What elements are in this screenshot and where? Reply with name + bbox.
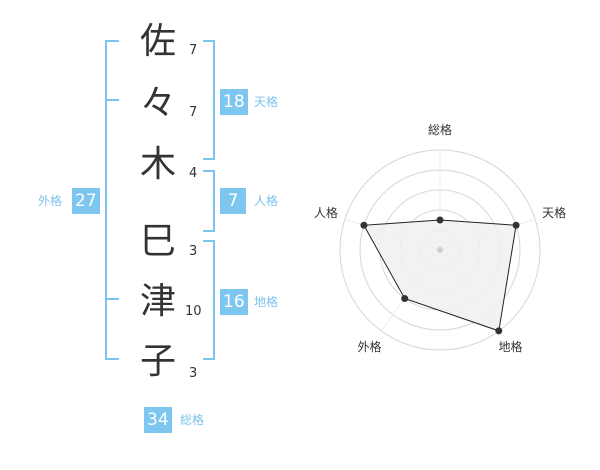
stroke-count-4: 3 (189, 244, 198, 259)
radar-axis-label: 地格 (498, 339, 522, 354)
tenkaku-bracket-tick (203, 158, 215, 160)
chikaku-value-badge: 16 (220, 289, 248, 315)
stroke-count-1: 7 (189, 43, 198, 58)
jinkaku-bracket-tick (203, 230, 215, 232)
radar-polygon (363, 219, 517, 332)
radar-points (360, 216, 520, 335)
radar-axis-label: 人格 (314, 205, 338, 220)
gaikaku-bracket (105, 40, 107, 360)
name-char-4: 巳 (139, 221, 176, 262)
name-char-3: 木 (139, 144, 176, 185)
stroke-count-3: 4 (189, 166, 198, 181)
stroke-count-5: 10 (185, 304, 202, 319)
stroke-count-2: 7 (189, 105, 198, 120)
radar-point (360, 221, 368, 229)
gaikaku-bracket-tick (105, 358, 119, 360)
soukaku-label: 総格 (180, 413, 205, 427)
gaikaku-bracket-tick (105, 298, 119, 300)
radar-point (512, 221, 520, 229)
radar-point (436, 216, 444, 224)
gaikaku-bracket-tick (105, 40, 119, 42)
jinkaku-value-badge: 7 (220, 188, 246, 214)
radar-axis-label: 総格 (428, 122, 452, 137)
radar-axis-label: 天格 (542, 205, 566, 220)
chikaku-bracket-tick (203, 358, 215, 360)
name-char-6: 子 (139, 341, 176, 382)
name-char-5: 津 (139, 281, 176, 322)
tenkaku-label: 天格 (254, 95, 279, 109)
radar-point (495, 327, 503, 335)
name-char-2: 々 (139, 83, 176, 124)
chikaku-label: 地格 (254, 295, 279, 309)
radar-axis-label: 外格 (357, 339, 381, 354)
tenkaku-bracket-tick (203, 40, 215, 42)
radar-point (401, 295, 409, 303)
jinkaku-label: 人格 (254, 194, 279, 208)
soukaku-value-badge: 34 (144, 407, 172, 433)
tenkaku-bracket (213, 40, 215, 160)
stroke-count-6: 3 (189, 366, 198, 381)
chikaku-bracket (213, 240, 215, 360)
jinkaku-bracket-tick (203, 170, 215, 172)
chikaku-bracket-tick (203, 240, 215, 242)
jinkaku-bracket (213, 170, 215, 232)
tenkaku-value-badge: 18 (220, 89, 248, 115)
gaikaku-value-badge: 27 (72, 188, 100, 214)
radar-center-dot (437, 247, 443, 253)
name-stroke-diagram: 佐 々 木 巳 津 子 7 7 4 3 10 3 18 天格 7 人格 16 地… (38, 21, 279, 433)
name-char-1: 佐 (139, 21, 176, 62)
gaikaku-label: 外格 (38, 194, 63, 208)
gaikaku-bracket-tick (105, 99, 119, 101)
